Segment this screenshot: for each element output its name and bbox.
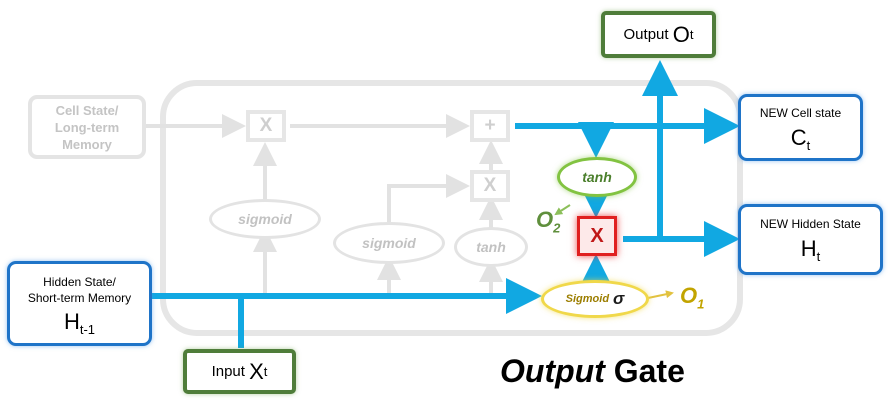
hidden-state-label-1: Hidden State/	[43, 275, 116, 289]
forget-multiply-op: X	[246, 110, 286, 142]
cell-add-op: +	[470, 110, 510, 142]
o1-label: O1	[680, 283, 705, 312]
forget-sigmoid-gate: sigmoid	[209, 199, 321, 239]
o2-label: O2	[536, 207, 561, 236]
diagram-title: Output Gate	[500, 353, 685, 390]
cell-state-label-2: Long-term	[54, 119, 120, 135]
output-sigmoid-gate: Sigmoid σ	[541, 280, 649, 318]
new-cell-state-label: NEW Cell state	[759, 106, 842, 120]
input-label: Input	[211, 363, 245, 380]
cell-state-label-1: Cell State/	[55, 102, 119, 118]
o1-arrow	[647, 290, 674, 299]
input-tanh-gate: tanh	[454, 227, 528, 267]
output-multiply-label: X	[590, 224, 604, 247]
title-rest: Gate	[613, 353, 685, 389]
new-hidden-state-label: NEW Hidden State	[760, 217, 861, 231]
hidden-state-input-box: Hidden State/ Short-term Memory Ht-1	[7, 261, 152, 346]
output-sigmoid-label: Sigmoid	[565, 293, 610, 305]
output-multiply-op: X	[577, 216, 617, 256]
hidden-state-symbol: Ht-1	[63, 309, 96, 337]
input-sub: t	[263, 364, 268, 379]
input-sigmoid-gate: sigmoid	[333, 222, 445, 264]
faded-connections	[146, 114, 503, 298]
input-multiply-op: X	[470, 170, 510, 202]
o2-arrow	[554, 204, 571, 216]
hidden-state-label-2: Short-term Memory	[27, 291, 132, 305]
title-emphasis: Output	[500, 353, 605, 389]
new-cell-state-symbol: Ct	[790, 125, 811, 153]
sigma-symbol: σ	[613, 289, 625, 308]
active-flow	[152, 60, 740, 348]
output-tanh-gate: tanh	[557, 157, 637, 197]
output-symbol: O	[672, 21, 690, 47]
output-tanh-label: tanh	[582, 169, 612, 185]
new-hidden-state-symbol: Ht	[800, 236, 821, 264]
new-cell-state-box: NEW Cell state Ct	[738, 94, 863, 161]
new-hidden-state-box: NEW Hidden State Ht	[738, 204, 883, 275]
cell-state-label-3: Memory	[62, 136, 112, 152]
input-symbol: X	[249, 358, 264, 384]
output-sub: t	[689, 27, 694, 42]
output-label: Output	[623, 26, 669, 43]
cell-state-input-box: Cell State/ Long-term Memory	[28, 95, 146, 159]
